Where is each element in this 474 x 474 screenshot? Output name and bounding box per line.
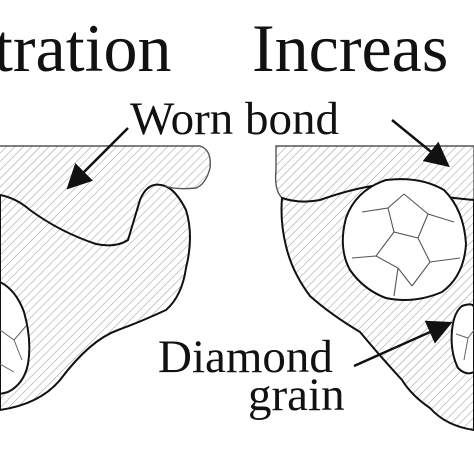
right-small-grain <box>450 303 474 375</box>
worn-bond-label: Worn bond <box>130 93 339 145</box>
title-right-text: Increas <box>252 10 449 86</box>
right-diamond-grain <box>341 178 468 301</box>
diamond-grain-arrow <box>353 320 453 368</box>
left-worn-bond-layer <box>0 146 211 246</box>
left-bond-body <box>0 183 191 412</box>
left-grain-facets <box>0 325 27 373</box>
title-left-text: tration <box>0 10 172 86</box>
worn-bond-arrow-right <box>391 119 450 168</box>
left-diamond-grain <box>0 280 31 396</box>
left-surface-line <box>0 145 211 190</box>
diamond-label: Diamond <box>158 331 333 383</box>
right-grain-facets <box>351 193 461 297</box>
worn-bond-arrow-left <box>66 127 129 190</box>
right-small-grain-facets <box>455 329 474 361</box>
grain-label: grain <box>248 369 345 421</box>
